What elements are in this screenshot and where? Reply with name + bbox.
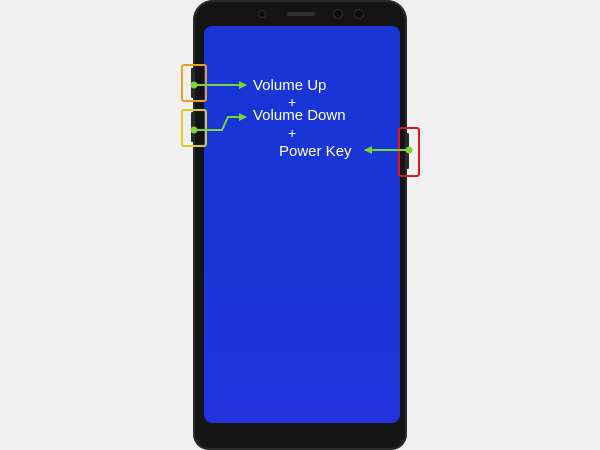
power-key-arrow bbox=[364, 146, 413, 154]
camera-icon bbox=[333, 9, 343, 19]
power-key-label: Power Key bbox=[279, 143, 352, 160]
camera-icon-secondary bbox=[354, 9, 364, 19]
sensor-icon bbox=[258, 10, 266, 18]
volume-down-arrow bbox=[190, 113, 247, 134]
speaker-icon bbox=[287, 12, 315, 16]
power-key-highlight bbox=[398, 127, 420, 177]
volume-down-label: Volume Down bbox=[253, 107, 346, 124]
plus-sign-1: + bbox=[288, 94, 297, 110]
volume-up-arrow bbox=[190, 81, 247, 89]
volume-up-label: Volume Up bbox=[253, 77, 327, 94]
phone-screen bbox=[204, 26, 400, 423]
volume-down-highlight bbox=[181, 109, 207, 147]
plus-sign-2: + bbox=[288, 125, 297, 141]
volume-up-highlight bbox=[181, 64, 207, 102]
